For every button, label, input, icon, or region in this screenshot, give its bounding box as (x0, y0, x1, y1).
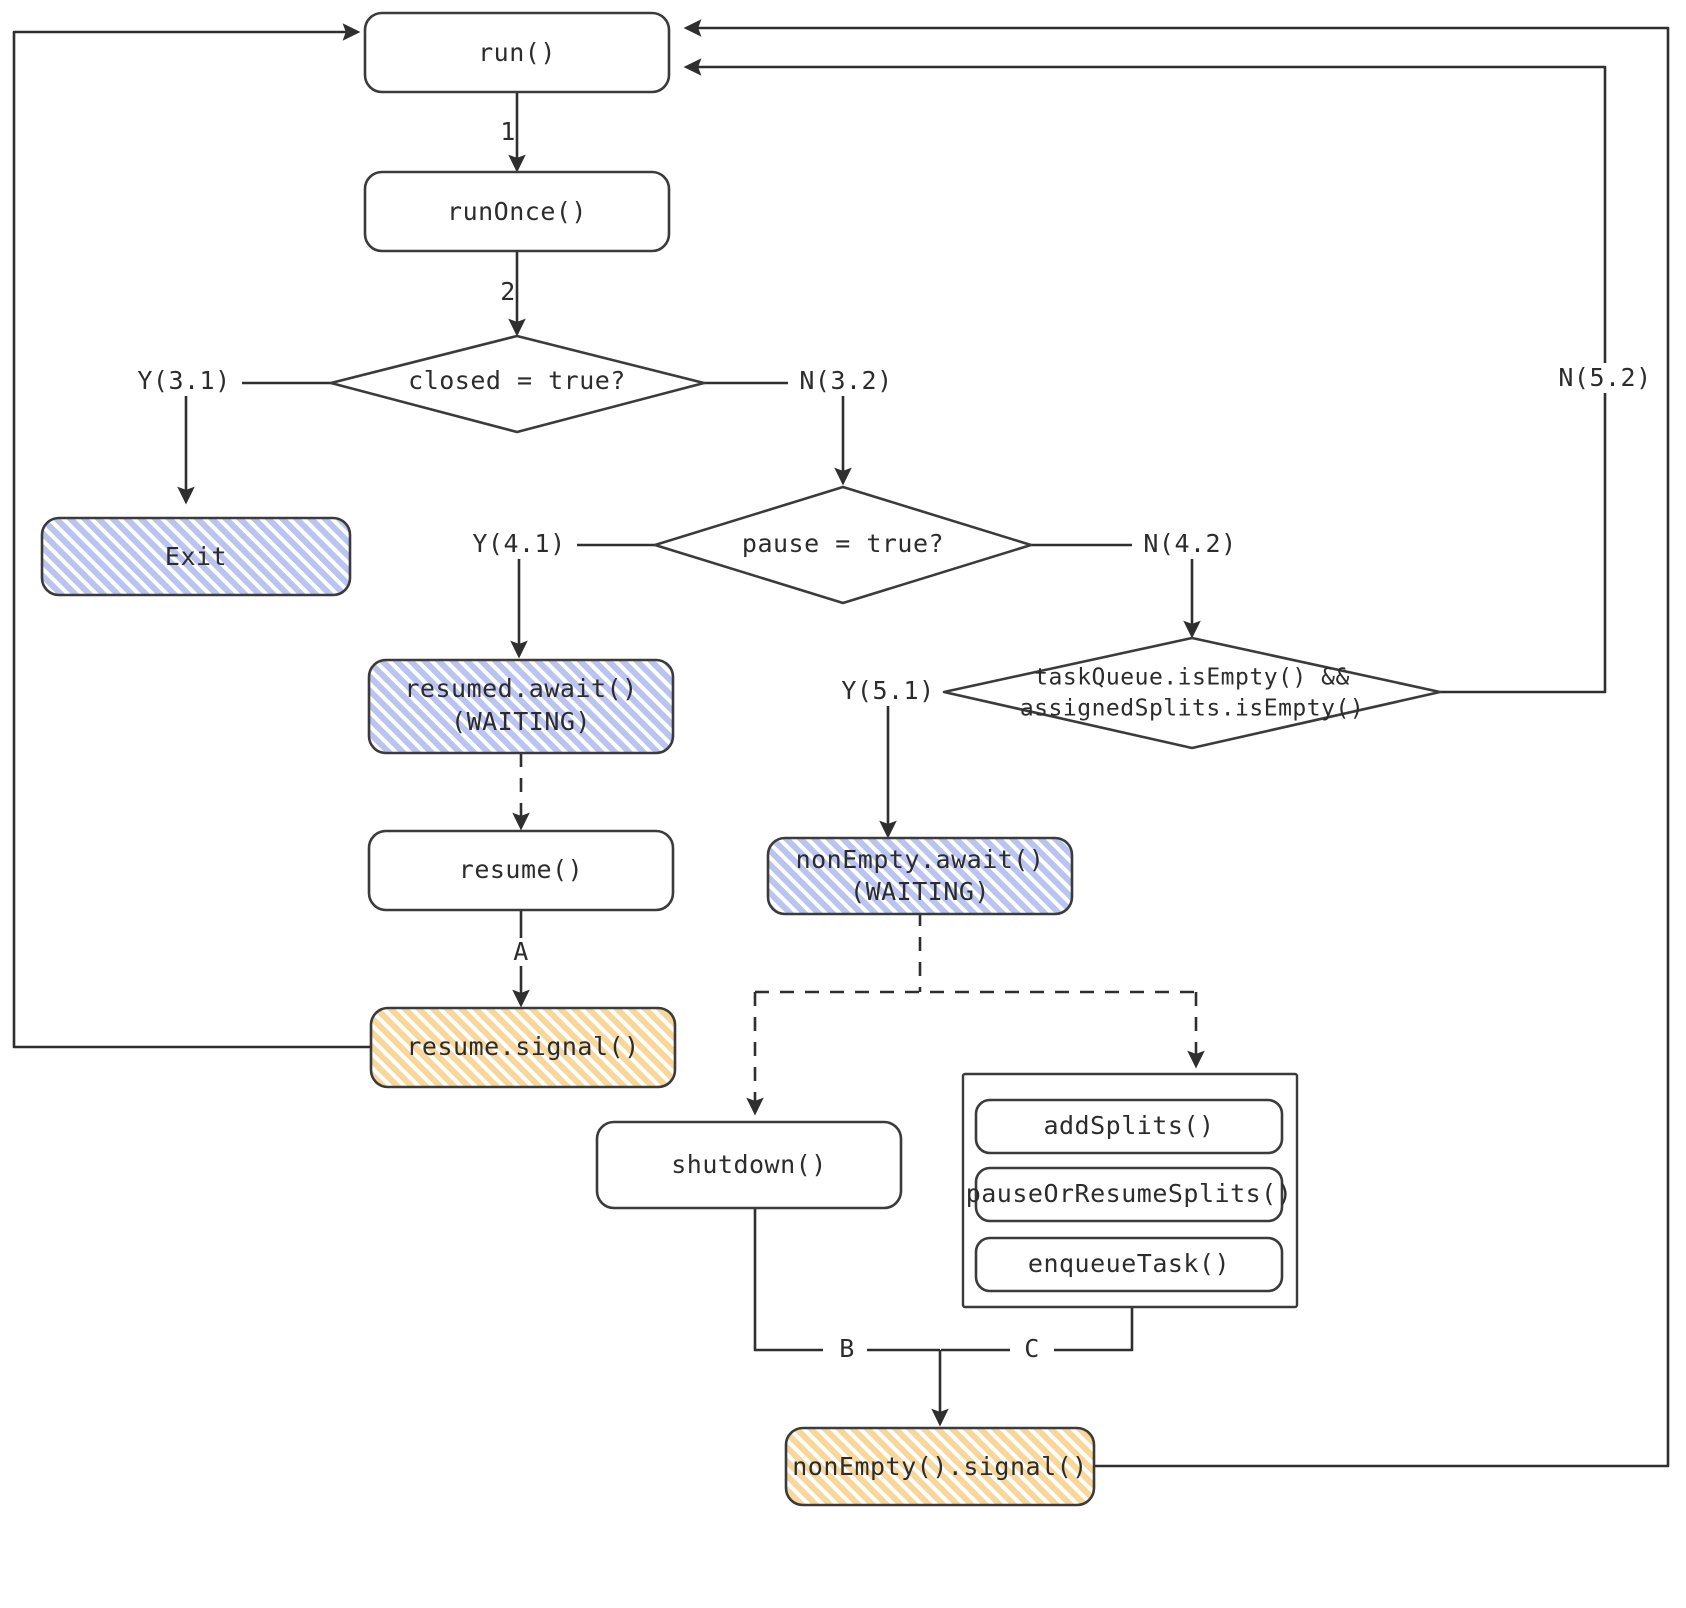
node-api-group: addSplits() pauseOrResumeSplits() enqueu… (961, 1072, 1299, 1309)
node-runOnce-shape (363, 170, 671, 253)
node-runOnce-label: runOnce() (447, 197, 587, 226)
node-nonEmptyAwait[interactable]: nonEmpty.await() (WAITING) (766, 836, 1074, 916)
node-shutdown-shape (595, 1120, 903, 1210)
node-taskQueue-shape (942, 636, 1442, 750)
node-resume-shape (367, 829, 675, 912)
edge-label-closed-no-backdrop (788, 366, 904, 396)
edge-label-pause-no: N(4.2) (1143, 529, 1236, 558)
node-shutdown-label: shutdown() (671, 1150, 827, 1179)
node-pauseOrResumeSplits-shape (974, 1166, 1284, 1223)
edge-label-taskQueue-no-backdrop (1547, 363, 1663, 393)
edge-label-closed-yes-text: Y(3.1) (137, 366, 230, 395)
node-exit-label: Exit (165, 542, 227, 571)
edge-label-run-to-runOnce: 1 (500, 117, 516, 146)
node-exit[interactable]: Exit (40, 516, 352, 597)
edge-label-apiGroup-to-signal: C (1024, 1334, 1040, 1363)
edge-nonEmptySignal-to-run (683, 19, 1670, 1468)
node-taskQueue-decision[interactable]: taskQueue.isEmpty() && assignedSplits.is… (942, 636, 1442, 750)
node-nonEmptySignal-label: nonEmpty().signal() (792, 1452, 1087, 1481)
node-pause-shape (653, 485, 1033, 605)
node-addSplits[interactable]: addSplits() (974, 1098, 1284, 1155)
node-enqueueTask[interactable]: enqueueTask() (974, 1236, 1284, 1293)
edge-label-pause-yes: Y(4.1) (472, 529, 565, 558)
node-nonEmptyAwait-state: (WAITING) (850, 877, 990, 906)
edge-closed-no-to-pause (704, 381, 852, 486)
edge-label-closed-no: N(3.2) (799, 366, 892, 395)
node-resumedAwait[interactable]: resumed.await() (WAITING) (367, 658, 675, 755)
node-run-label: run() (478, 38, 556, 67)
node-run-shape (363, 11, 671, 94)
node-resumedAwait-shape (367, 658, 675, 755)
node-pause-label: pause = true? (742, 529, 944, 558)
node-pauseOrResumeSplits[interactable]: pauseOrResumeSplits() (966, 1166, 1293, 1223)
edge-label-taskQueue-no: N(5.2) (1558, 363, 1651, 392)
node-enqueueTask-shape (974, 1236, 1284, 1293)
edge-label-C-backdrop (1010, 1334, 1054, 1364)
node-run[interactable]: run() (363, 11, 671, 94)
node-runOnce[interactable]: runOnce() (363, 170, 671, 253)
node-addSplits-shape (974, 1098, 1284, 1155)
node-nonEmptySignal[interactable]: nonEmpty().signal() (784, 1426, 1096, 1507)
node-resume[interactable]: resume() (367, 829, 675, 912)
edge-label-resume-to-signal: A (513, 937, 529, 966)
edge-label-taskQueue-yes-backdrop (830, 676, 946, 706)
node-taskQueue-label-line1: taskQueue.isEmpty() && (1034, 665, 1350, 691)
node-taskQueue-label-line2: assignedSplits.isEmpty() (1020, 696, 1364, 722)
node-nonEmptyAwait-label: nonEmpty.await() (796, 845, 1045, 874)
edge-label-B-backdrop (823, 1334, 867, 1364)
edge-label-A-backdrop (496, 938, 548, 966)
edge-label-shutdown-to-signal: B (839, 1334, 855, 1363)
edge-label-pause-yes-backdrop (461, 529, 577, 559)
node-resumeSignal-label: resume.signal() (406, 1032, 639, 1061)
node-resumeSignal[interactable]: resume.signal() (369, 1006, 677, 1089)
edge-closed-yes-to-exit (177, 381, 331, 505)
node-resume-label: resume() (459, 855, 583, 884)
node-closed-decision[interactable]: closed = true? (329, 334, 706, 434)
node-nonEmptyAwait-shape (766, 836, 1074, 916)
edge-taskQueue-yes-to-nonEmptyAwait (879, 690, 944, 839)
node-resumedAwait-label: resumed.await() (404, 674, 637, 703)
node-addSplits-label: addSplits() (1043, 1111, 1214, 1140)
node-pauseOrResumeSplits-label: pauseOrResumeSplits() (966, 1179, 1293, 1208)
edge-pause-yes-to-resumedAwait (510, 543, 655, 659)
node-shutdown[interactable]: shutdown() (595, 1120, 903, 1210)
node-nonEmptySignal-shape (784, 1426, 1096, 1507)
edge-label-pause-no-backdrop (1132, 529, 1248, 559)
edge-resumeSignal-to-run (12, 23, 372, 1049)
node-resumeSignal-shape (369, 1006, 677, 1089)
edge-label-taskQueue-yes: Y(5.1) (841, 676, 934, 705)
node-enqueueTask-label: enqueueTask() (1028, 1249, 1230, 1278)
edge-shutdown-to-merge (753, 1208, 940, 1352)
edge-label-runOnce-to-closed: 2 (500, 277, 516, 306)
node-closed-label: closed = true? (408, 366, 626, 395)
node-resumedAwait-state: (WAITING) (451, 707, 591, 736)
node-exit-shape (40, 516, 352, 597)
node-pause-decision[interactable]: pause = true? (653, 485, 1033, 605)
node-closed-shape (329, 334, 706, 434)
edge-label-closed-yes-backdrop (126, 366, 242, 396)
edge-apiGroup-to-merge (941, 1307, 1134, 1352)
